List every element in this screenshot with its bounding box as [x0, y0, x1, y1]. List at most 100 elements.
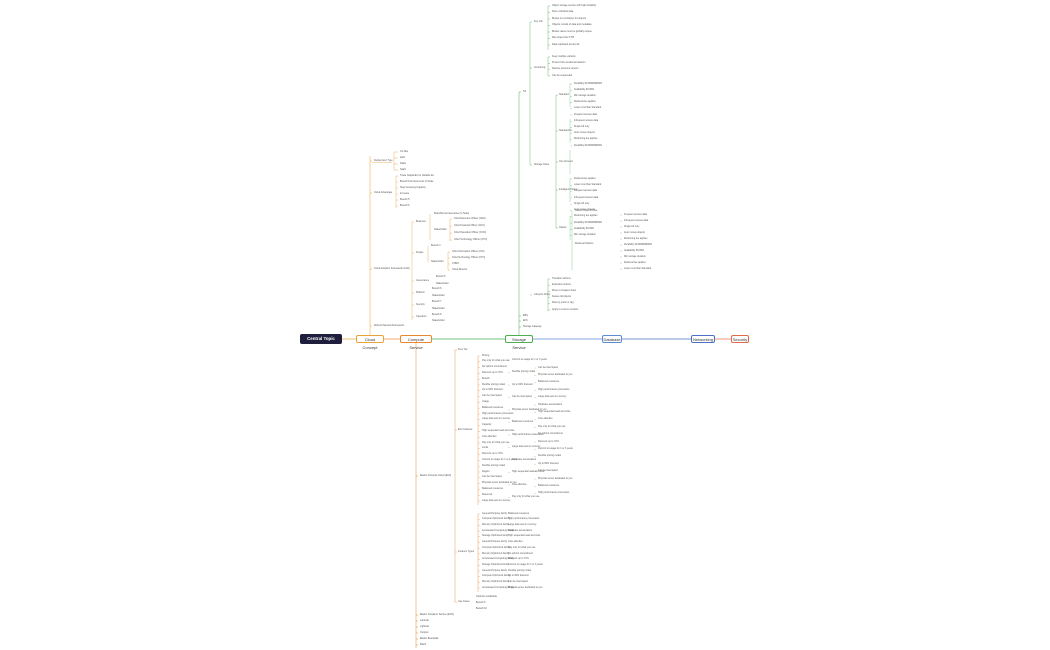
instance-type[interactable]: Compute Optimized family — [482, 545, 511, 549]
people-stakeholder[interactable]: Stakeholder — [431, 259, 444, 263]
deployment-option[interactable]: On-Site — [400, 149, 409, 153]
class-detail[interactable]: Single AZ only — [574, 125, 590, 128]
ec2-detail[interactable]: Up to 90% discount — [482, 388, 503, 392]
caf-business[interactable]: Business — [416, 219, 426, 223]
class-detail[interactable]: Retrieval fee applies — [574, 176, 596, 180]
ec2-detail[interactable]: Large data sets in memory — [482, 498, 511, 502]
pricing-detail[interactable]: Physical server dedicated to you — [512, 407, 547, 411]
pricing-subdetail[interactable]: Balanced resources — [538, 484, 560, 487]
class-detail[interactable]: Durability 99.999999999% — [574, 220, 603, 224]
compute-service-item[interactable]: Batch — [420, 642, 427, 646]
gov-benefit[interactable]: Benefit 5 — [436, 274, 446, 278]
instance-type-detail[interactable]: Physical server dedicated to you — [508, 585, 543, 589]
pricing-detail[interactable]: Up to 90% discount — [512, 382, 533, 386]
op-stakeholder[interactable]: Stakeholder — [432, 318, 445, 322]
pricing-subdetail[interactable]: Balanced resources — [538, 380, 560, 384]
use-case-item[interactable]: Benefit 10 — [476, 606, 487, 610]
instance-type-detail[interactable]: High sequential read and write — [508, 534, 541, 538]
stakeholder-item[interactable]: Chief Financial Officer (CFO) — [454, 223, 485, 227]
ec2-detail[interactable]: Pay only for what you use — [482, 440, 510, 444]
instance-types-node[interactable]: Instance Types — [458, 549, 475, 553]
ec2-detail[interactable]: Discount up to 72% — [482, 452, 503, 456]
ec2-detail[interactable]: High sequential read and write — [482, 429, 515, 432]
advantage-item[interactable]: Stop Guessing Capacity — [400, 185, 426, 189]
compute-service-item[interactable]: Lambda — [420, 618, 429, 622]
networking-node[interactable]: Networking — [691, 335, 715, 343]
deployment-option[interactable]: SaaS — [400, 167, 406, 171]
class-detail[interactable]: Lower cost than Standard — [574, 182, 602, 186]
pricing-subdetail[interactable]: Up to 90% discount — [538, 461, 559, 465]
glacier-deep-archive[interactable]: Glacier Deep Archive — [575, 208, 598, 212]
class-detail[interactable]: Auto moves objects — [574, 131, 595, 135]
class-detail[interactable]: Lower cost than Standard — [574, 106, 602, 110]
pricing-subdetail[interactable]: Large data sets in memory — [538, 395, 567, 399]
business-stakeholder[interactable]: Stakeholder — [434, 227, 447, 231]
pricing-detail[interactable]: Hardware accelerators — [512, 457, 537, 461]
cloud-advantage-node[interactable]: Cloud Advantage — [374, 190, 393, 194]
versioning-item[interactable]: Can be suspended — [552, 73, 573, 77]
retrieval-detail[interactable]: Auto moves objects — [624, 230, 645, 234]
s3-node[interactable]: S3 — [523, 89, 526, 93]
ec2-detail[interactable]: Discount up to 72% — [482, 371, 503, 374]
instance-type-detail[interactable]: Flexible pricing model — [508, 568, 532, 572]
instance-type-detail[interactable]: Up to 90% discount — [508, 574, 529, 578]
versioning-item[interactable]: Keep multiple variants — [552, 54, 576, 58]
s3-versioning[interactable]: Versioning — [534, 65, 546, 69]
deployment-option[interactable]: PaaS — [400, 161, 406, 165]
pricing-detail[interactable]: High performance processors — [512, 432, 544, 436]
class-detail[interactable]: Retrieval fee applies — [574, 100, 596, 104]
storage-class-item[interactable]: Intelligent-Tiering — [559, 187, 578, 191]
instance-type-detail[interactable]: Cost-effective — [508, 540, 523, 544]
class-detail[interactable]: Monitoring fee applies — [574, 137, 598, 141]
pricing-detail[interactable]: Flexible pricing model — [512, 370, 536, 374]
class-detail[interactable]: Durability 99.999999999% — [574, 143, 603, 147]
ec2-detail[interactable]: Flexible pricing model — [482, 463, 506, 467]
instance-type[interactable]: Accelerated Computing family — [482, 585, 514, 589]
retrieval-detail[interactable]: Availability 99.99% — [624, 248, 645, 252]
ec2-detail[interactable]: Commit to usage for 1 or 3 years — [482, 458, 517, 461]
business-board[interactable]: Board/Senior Executive (C-Suite) — [434, 211, 470, 215]
caf-security[interactable]: Security — [416, 302, 425, 306]
ec2-detail[interactable]: Physical server dedicated to you — [482, 481, 517, 485]
s3-key-info[interactable]: Key Info — [534, 19, 543, 23]
compute-service-item[interactable]: Lightsail — [420, 624, 429, 628]
deployment-type-node[interactable]: Deployment Type — [374, 158, 393, 162]
retrieval-detail[interactable]: Monitoring fee applies — [624, 236, 648, 240]
instance-type[interactable]: Accelerated Computing family — [482, 557, 514, 561]
class-detail[interactable]: Frequent access data — [574, 112, 597, 116]
retrieval-detail[interactable]: Infrequent access data — [624, 218, 649, 222]
instance-type[interactable]: General Purpose family — [482, 540, 507, 544]
class-detail[interactable]: Auto moves objects — [574, 208, 595, 212]
instance-type-detail[interactable]: Balanced resources — [508, 511, 530, 515]
sec-benefit[interactable]: Benefit 7 — [432, 299, 442, 303]
lifecycle-item[interactable]: Transition actions — [552, 276, 571, 280]
well-architected-node[interactable]: Well-Architected Framework — [374, 323, 404, 327]
class-detail[interactable]: Availability 99.99% — [574, 227, 595, 230]
ec2-detail[interactable]: High performance processors — [482, 411, 514, 415]
class-detail[interactable]: Min storage duration — [574, 233, 596, 237]
lifecycle-item[interactable]: Expiration actions — [552, 282, 571, 286]
pricing-subdetail[interactable]: High sequential read and write — [538, 410, 571, 413]
key-info-item[interactable]: Max object size 5 TB — [552, 36, 575, 40]
instance-type[interactable]: Storage Optimized family — [482, 534, 509, 538]
instance-type-detail[interactable]: Commit to usage for 1 or 3 years — [508, 562, 543, 566]
ebs-node[interactable]: EBS — [523, 313, 528, 317]
instance-type-detail[interactable]: Large data sets in memory — [508, 523, 537, 526]
versioning-item[interactable]: Protect from accidental deletion — [552, 60, 586, 64]
ec2-detail[interactable]: No upfront commitment — [482, 365, 507, 369]
lifecycle-item[interactable]: Apply to current versions — [552, 307, 579, 311]
ec2-detail[interactable]: Reserved — [482, 492, 493, 496]
people-stakeholder-item[interactable]: Chief Technology Officer (CTO) — [452, 255, 486, 259]
s3-storage-class[interactable]: Storage Class — [534, 162, 550, 166]
key-info-item[interactable]: Objects consist of data and metadata — [552, 23, 592, 27]
compute-service-item[interactable]: Elastic Beanstalk — [420, 636, 439, 640]
pricing-subdetail[interactable]: Physical server dedicated to you — [538, 476, 573, 480]
retrieval-detail[interactable]: Min storage duration — [624, 254, 646, 258]
pricing-subdetail[interactable]: High performance processors — [538, 387, 570, 391]
ec2-detail[interactable]: Can be interrupted — [482, 394, 502, 398]
lifecycle-item[interactable]: Delete old objects — [552, 295, 572, 299]
instance-type-detail[interactable]: No upfront commitment — [508, 551, 533, 555]
pricing-subdetail[interactable]: Hardware accelerators — [538, 402, 563, 406]
pricing-subdetail[interactable]: Can be interrupted — [538, 469, 558, 473]
ec2-detail[interactable]: Balanced resources — [482, 487, 504, 490]
